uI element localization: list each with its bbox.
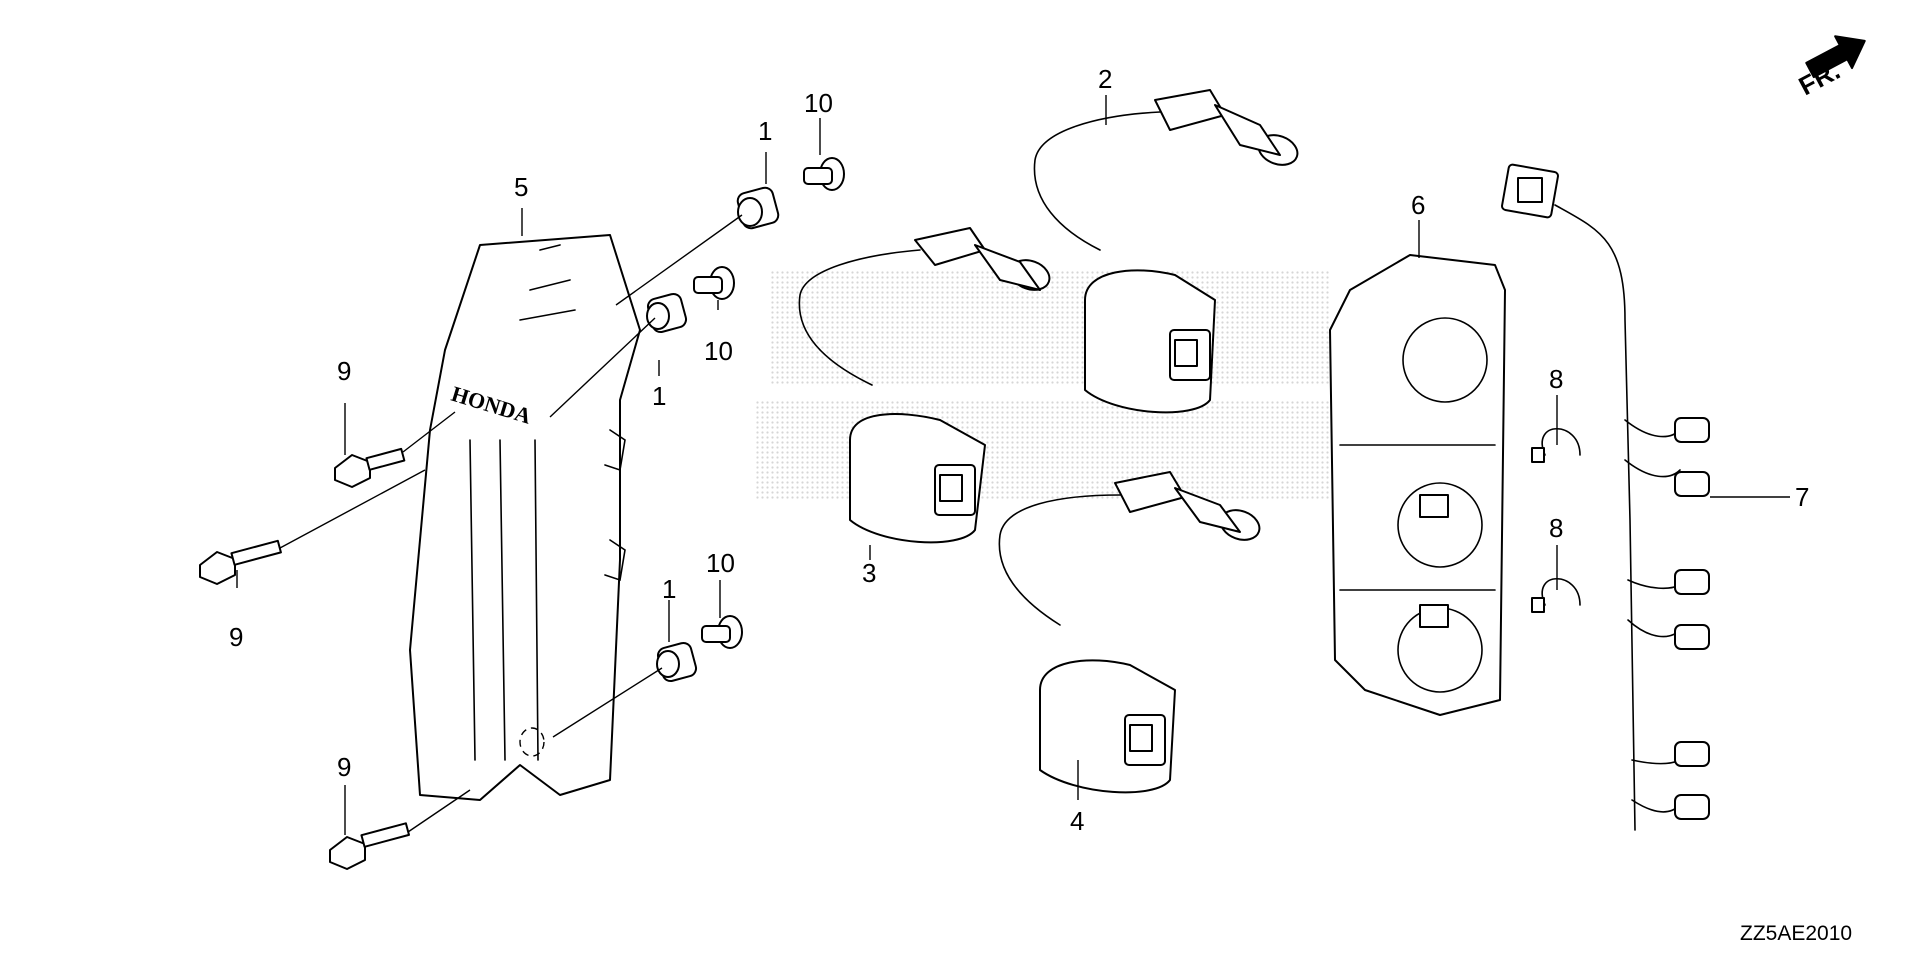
- callout-2: 2: [1098, 64, 1112, 94]
- part-bolt-9a: [334, 447, 406, 488]
- part-wire-harness: [1501, 163, 1710, 831]
- part-bolt-9b: [199, 539, 282, 585]
- callout-8a: 8: [1549, 364, 1563, 394]
- harness-connector-1: [1624, 417, 1710, 443]
- part-collar-10a: [803, 157, 845, 191]
- part-ignition-coil-2: [1033, 89, 1299, 414]
- part-grommet-1a: [736, 186, 780, 230]
- callout-7: 7: [1795, 482, 1809, 512]
- harness-connector-2: [1624, 459, 1710, 497]
- callout-1a: 1: [758, 116, 772, 146]
- part-collar-10b: [693, 266, 735, 300]
- part-ignition-coil-3: [798, 227, 1051, 544]
- harness-connector-5: [1631, 741, 1710, 767]
- callout-3: 3: [862, 558, 876, 588]
- diagram-code: ZZ5AE2010: [1740, 922, 1852, 945]
- part-clip-8a: [1531, 427, 1581, 463]
- front-direction-arrow: FR.: [1794, 35, 1866, 101]
- callout-9b: 9: [229, 622, 243, 652]
- part-coil-cover: HONDA: [409, 234, 641, 801]
- callout-8b: 8: [1549, 513, 1563, 543]
- part-grommet-1b: [646, 292, 688, 334]
- callout-1c: 1: [662, 574, 676, 604]
- callout-10b: 10: [704, 336, 733, 366]
- callout-10c: 10: [706, 548, 735, 578]
- harness-connector-3: [1627, 569, 1710, 595]
- callout-10a: 10: [804, 88, 833, 118]
- part-clip-8b: [1531, 577, 1581, 613]
- callout-1b: 1: [652, 381, 666, 411]
- callout-6: 6: [1411, 190, 1425, 220]
- callout-5: 5: [514, 172, 528, 202]
- harness-connector-4: [1627, 619, 1710, 650]
- part-ignition-coil-4: [998, 471, 1261, 794]
- harness-connector-6: [1631, 794, 1710, 820]
- part-coil-bracket: [1329, 254, 1506, 716]
- callout-9a: 9: [337, 356, 351, 386]
- part-collar-10c: [701, 615, 743, 649]
- part-grommet-1c: [656, 641, 698, 683]
- callout-4: 4: [1070, 806, 1084, 836]
- part-bolt-9c: [329, 822, 410, 870]
- callout-9c: 9: [337, 752, 351, 782]
